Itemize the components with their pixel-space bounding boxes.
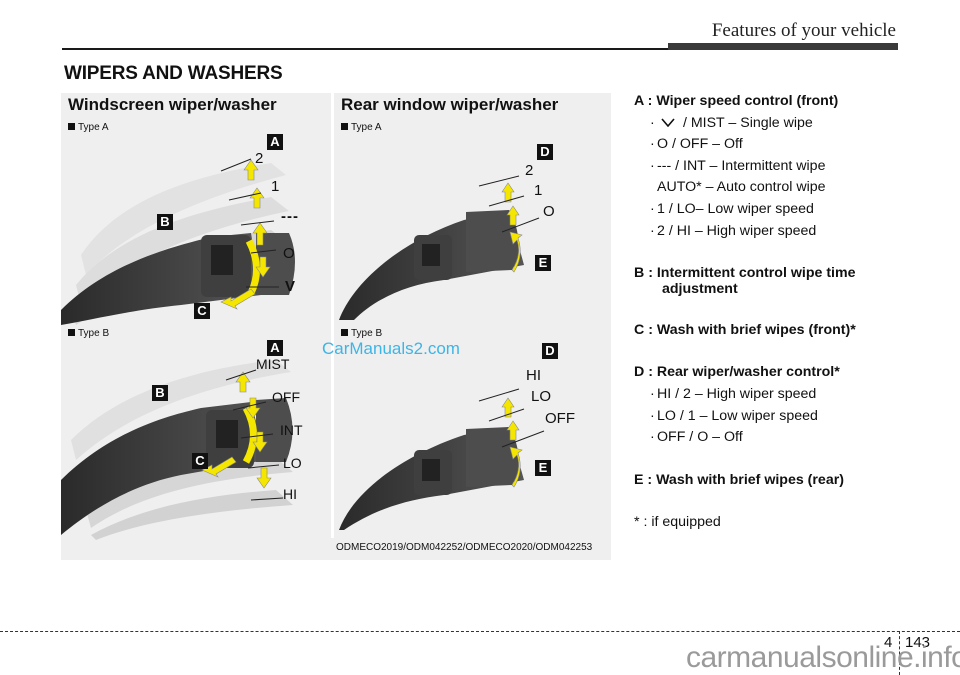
wiper-knob xyxy=(256,398,293,462)
callout-e: E xyxy=(535,460,551,476)
header-rule xyxy=(62,48,898,50)
list-item: ·1 / LO– Low wiper speed xyxy=(650,200,814,217)
position-label: --- xyxy=(281,208,299,225)
arrow-down-icon xyxy=(256,467,272,489)
position-label: 2 xyxy=(525,162,534,179)
windscreen-type-b-label: Type B xyxy=(68,328,109,339)
callout-b: B xyxy=(157,214,173,230)
position-label: 1 xyxy=(534,182,543,199)
heading-a: A : Wiper speed control (front) xyxy=(634,93,839,109)
callout-c: C xyxy=(192,453,208,469)
heading-b-continuation: adjustment xyxy=(662,280,738,297)
heading-b: B : Intermittent control wipe time xyxy=(634,265,856,282)
footer-rule xyxy=(0,631,960,632)
rear-type-a-illustration xyxy=(339,175,540,320)
position-label: OFF xyxy=(272,389,300,405)
position-label: 1 xyxy=(271,178,280,195)
arrow-curve-icon xyxy=(509,231,523,273)
rear-type-b-illustration xyxy=(339,388,545,530)
bullet-square-icon xyxy=(341,123,348,130)
watermark-link[interactable]: CarManuals2.com xyxy=(322,339,460,358)
list-item: ·HI / 2 – High wiper speed xyxy=(650,385,817,402)
footer-divider xyxy=(899,631,900,675)
callout-c: C xyxy=(194,303,210,319)
list-item: ·2 / HI – High wiper speed xyxy=(650,222,817,239)
arrow-up-icon xyxy=(252,222,268,246)
arrow-curve-icon xyxy=(509,446,523,488)
rear-title: Rear window wiper/washer xyxy=(341,95,559,114)
image-code: ODMECO2019/ODM042252/ODMECO2020/ODM04225… xyxy=(336,542,593,553)
position-label: LO xyxy=(283,455,302,471)
wiper-knob xyxy=(256,233,295,295)
footnote: * : if equipped xyxy=(634,514,721,531)
footer-watermark[interactable]: carmanualsonline.info xyxy=(686,641,960,674)
windscreen-type-a-label: Type A xyxy=(68,122,109,133)
description: A : Wiper speed control (front) · / MIST… xyxy=(634,91,934,534)
callout-d: D xyxy=(542,343,558,359)
heading-d: D : Rear wiper/washer control* xyxy=(634,364,840,381)
position-label: V xyxy=(285,278,296,295)
bullet-square-icon xyxy=(68,329,75,336)
section-title: WIPERS AND WASHERS xyxy=(64,63,283,84)
chapter-number: 4 xyxy=(884,634,893,651)
list-item-continuation: AUTO* – Auto control wipe xyxy=(657,179,826,196)
callout-a: A xyxy=(267,340,283,356)
position-label: INT xyxy=(280,422,303,438)
page-number: 143 xyxy=(905,634,931,651)
windscreen-type-a-illustration xyxy=(61,158,295,325)
position-label: MIST xyxy=(256,356,290,372)
position-label: 2 xyxy=(255,150,264,167)
arrow-pull-icon xyxy=(220,288,256,310)
list-item: ·--- / INT – Intermittent wipe xyxy=(650,157,826,174)
windscreen-type-b-illustration xyxy=(61,360,293,540)
arrow-up-icon xyxy=(243,159,259,181)
position-label: HI xyxy=(283,486,297,502)
position-label: HI xyxy=(526,367,541,384)
position-label: O xyxy=(543,203,555,220)
chapter-title: Features of your vehicle xyxy=(711,20,896,41)
bullet-square-icon xyxy=(68,123,75,130)
bullet-square-icon xyxy=(341,329,348,336)
list-item: ·OFF / O – Off xyxy=(650,429,743,446)
callout-e: E xyxy=(535,255,551,271)
callout-a: A xyxy=(267,134,283,150)
arrow-up-icon xyxy=(506,205,520,226)
list-item: ·O / OFF – Off xyxy=(650,136,743,153)
list-item: ·LO / 1 – Low wiper speed xyxy=(650,407,818,424)
arrow-up-icon xyxy=(506,420,520,441)
arrow-down-icon xyxy=(255,256,271,278)
arrow-up-icon xyxy=(501,397,515,418)
callout-b: B xyxy=(152,385,168,401)
arrow-up-icon xyxy=(501,182,515,203)
rotate-arrow-icon xyxy=(242,406,257,464)
list-item: · / MIST – Single wipe xyxy=(634,113,934,135)
rear-type-b-label: Type B xyxy=(341,328,382,339)
rear-type-a-label: Type A xyxy=(341,122,382,133)
wiper-knob xyxy=(466,427,519,487)
arrow-pull-icon xyxy=(201,456,237,478)
heading-c: C : Wash with brief wipes (front)* xyxy=(634,321,856,338)
position-label: O xyxy=(283,245,295,262)
arrow-down-icon xyxy=(252,431,268,453)
header-accent-bar xyxy=(668,43,898,50)
heading-e: E : Wash with brief wipes (rear) xyxy=(634,471,844,488)
wiper-knob xyxy=(466,210,519,272)
figure-divider xyxy=(331,93,334,538)
callout-d: D xyxy=(537,144,553,160)
position-label: LO xyxy=(531,388,552,405)
windscreen-title: Windscreen wiper/washer xyxy=(68,95,277,114)
single-wipe-v-icon xyxy=(657,113,679,135)
position-label: OFF xyxy=(545,410,575,427)
